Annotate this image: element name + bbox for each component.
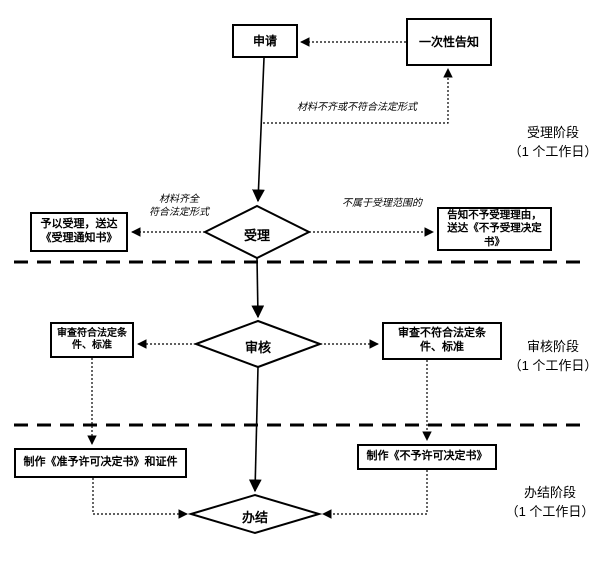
stage-label-accept-name: 受理阶段 (526, 125, 579, 140)
stage-label-review-duration: （1 个工作日） (508, 358, 598, 373)
node-accept-no: 告知不予受理理由，送达《不予受理决定书》 (437, 207, 552, 251)
edge-incomplete-to-notice (263, 68, 453, 124)
node-make-permit: 制作《准予许可决定书》和证件 (14, 448, 187, 478)
node-accept-yes-label: 予以受理，送达《受理通知书》 (40, 218, 118, 244)
stage-label-accept: 受理阶段 （1 个工作日） (498, 123, 605, 161)
review-diamond-label: 审核 (244, 340, 271, 355)
edge-note-complete-line2: 符合法定形式 (149, 207, 209, 218)
finish-diamond-label: 办结 (241, 510, 268, 525)
stage-label-review-name: 审核阶段 (526, 339, 579, 354)
node-apply: 申请 (232, 24, 298, 58)
node-make-permit-label: 制作《准予许可决定书》和证件 (23, 456, 178, 469)
stage-label-review: 审核阶段 （1 个工作日） (498, 337, 605, 375)
finish-diamond-shape (187, 493, 323, 535)
stage-label-finish-name: 办结阶段 (523, 485, 576, 500)
stage-label-finish-duration: （1 个工作日） (505, 504, 595, 519)
edge-note-out-of-scope: 不属于受理范围的 (342, 198, 422, 209)
node-apply-label: 申请 (252, 33, 277, 48)
node-review-pass: 审查符合法定条件、标准 (50, 322, 134, 358)
node-review-fail-label: 审查不符合法定条件、标准 (398, 327, 486, 353)
edge-note-incomplete: 材料不齐或不符合法定形式 (297, 102, 417, 113)
node-one-time-notice: 一次性告知 (406, 18, 492, 66)
stage-label-finish: 办结阶段 （1 个工作日） (495, 483, 605, 521)
accept-diamond-shape (202, 204, 312, 260)
node-make-denial-label: 制作《不予许可决定书》 (366, 450, 488, 463)
edge-make-denial-to-finish (322, 470, 428, 519)
node-one-time-notice-label: 一次性告知 (418, 34, 479, 49)
node-accept-no-label: 告知不予受理理由，送达《不予受理决定书》 (447, 209, 542, 248)
edge-apply-to-accept (252, 57, 265, 203)
node-accept-yes: 予以受理，送达《受理通知书》 (30, 212, 128, 252)
edge-note-complete-line1: 材料齐全 (159, 194, 199, 205)
accept-diamond-label: 受理 (243, 228, 270, 243)
edge-accept-to-review (251, 257, 265, 319)
node-review-pass-label: 审查符合法定条件、标准 (57, 327, 127, 352)
review-diamond-shape (193, 319, 323, 369)
stage-label-accept-duration: （1 个工作日） (508, 144, 598, 159)
node-make-denial: 制作《不予许可决定书》 (357, 444, 497, 470)
edge-make-permit-to-finish (92, 478, 188, 519)
edge-note-complete: 材料齐全 符合法定形式 (133, 193, 225, 219)
node-review-fail: 审查不符合法定条件、标准 (382, 322, 502, 360)
edge-review-to-finish (248, 366, 262, 493)
